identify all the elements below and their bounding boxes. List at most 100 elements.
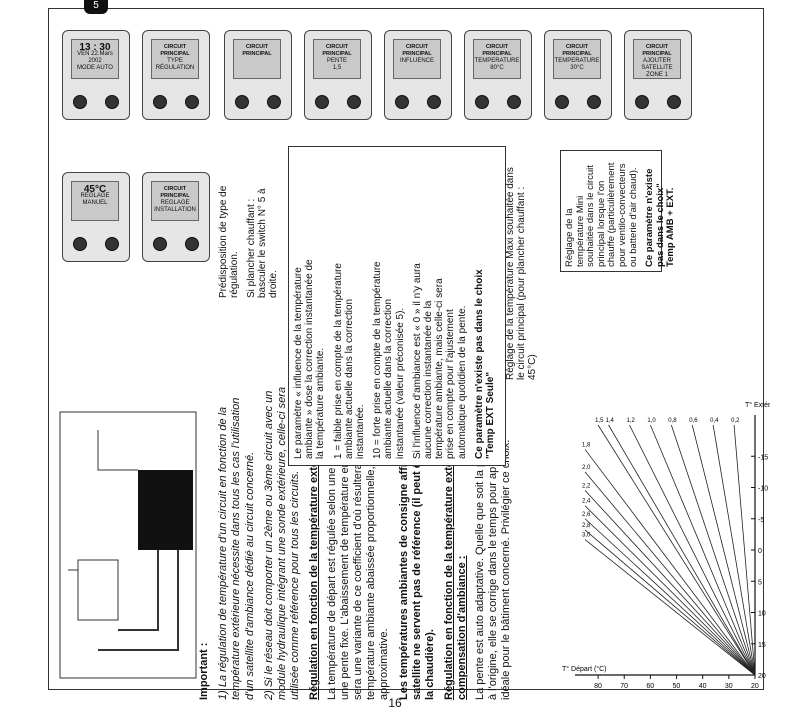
chart-series-label: 2,0 (582, 465, 591, 471)
installation-schematic (59, 411, 197, 679)
page-number: 16 (388, 696, 402, 710)
callout2-intro: Le paramètre « influence de la températu… (293, 259, 327, 459)
chart-tick-label-depart: 60 (646, 683, 654, 690)
chart-series-line (584, 490, 756, 676)
controller-device: CIRCUIT PRINCIPAL (224, 30, 292, 120)
chart-tick-label-depart: 30 (725, 683, 733, 690)
chart-series-line (608, 424, 756, 676)
device-screen-sub: TEMPERATURE 80°C (474, 58, 520, 71)
chart-tick-label-depart: 70 (620, 683, 628, 690)
chart-series-line (584, 449, 756, 676)
callout-2: Le paramètre « influence de la températu… (288, 146, 506, 466)
callout1-body: Si plancher chauffant : basculer le swit… (246, 188, 279, 298)
chart-tick-label-ext: -5 (758, 517, 764, 524)
chart-series-label: 1,8 (582, 442, 591, 448)
chart-series-label: 2,4 (582, 499, 591, 505)
callout2-p2: 10 = forte prise en compte de la tempéra… (372, 261, 406, 459)
chart-tick-label-ext: 0 (758, 548, 762, 555)
device-knob[interactable] (315, 95, 329, 109)
device-knob[interactable] (185, 95, 199, 109)
chart-series-label: 1,5 (595, 418, 604, 424)
chart-series-label: 1,2 (626, 418, 635, 424)
step-badge: 5 (84, 0, 108, 14)
chart-tick-label-ext: -15 (758, 454, 768, 461)
chart-series-line (584, 518, 756, 676)
device-knob[interactable] (73, 95, 87, 109)
chart-series-line (650, 424, 756, 676)
device-screen-sub: AJOUTER SATELLITE ZONE 1 (641, 58, 673, 78)
device-screen-title: CIRCUIT PRINCIPAL (482, 44, 512, 57)
callout4-bold: Ce paramètre n'existe pas dans le choix"… (644, 168, 677, 267)
device-screen-title: CIRCUIT PRINCIPAL (160, 186, 190, 199)
device-knob[interactable] (153, 237, 167, 251)
chart-tick-label-ext: -10 (758, 486, 768, 493)
chart-tick-label-ext: 5 (758, 579, 762, 586)
device-knob[interactable] (267, 95, 281, 109)
device-screen-sub: REGLAGE INSTALLATION (154, 200, 196, 213)
device-knob[interactable] (475, 95, 489, 109)
device-screen-title: CIRCUIT PRINCIPAL (242, 44, 272, 57)
callout2-bold: Ce paramètre n'existe pas dans le choix … (473, 269, 497, 459)
device-knob[interactable] (587, 95, 601, 109)
chart-series-label: 0,2 (731, 418, 740, 424)
device-knob[interactable] (635, 95, 649, 109)
chart-tick-label-depart: 80 (594, 683, 602, 690)
device-knob[interactable] (347, 95, 361, 109)
device-knob[interactable] (235, 95, 249, 109)
device-screen-sub: REGLAGE MANUEL (80, 193, 110, 206)
chart-series-line (584, 471, 756, 676)
chart-series-label: 0,8 (668, 418, 677, 424)
device-screen-sub: TYPE RÉGULATION (155, 58, 195, 71)
callout2-p3: Si l'influence d'ambiance est « 0 » il n… (411, 263, 468, 459)
device-screen-sub: INFLUENCE (399, 58, 434, 64)
chart-series-line (691, 424, 756, 676)
device-knob[interactable] (555, 95, 569, 109)
device-knob[interactable] (667, 95, 681, 109)
device-screen: CIRCUIT PRINCIPAL (233, 39, 281, 79)
device-knob[interactable] (185, 237, 199, 251)
device-screen-sub: VEN 22.Mars 2002 MODE AUTO (77, 51, 113, 71)
device-knob[interactable] (105, 237, 119, 251)
chart-series-label: 2,8 (582, 523, 591, 529)
callout1-title: Prédisposition de type de régulation. (218, 185, 240, 298)
device-knob[interactable] (507, 95, 521, 109)
chart-series-line (670, 424, 756, 676)
chart-series-line (584, 539, 756, 676)
callout4-body: Réglage de la température Mini souhaitée… (564, 162, 639, 267)
device-knob[interactable] (153, 95, 167, 109)
device-knob[interactable] (427, 95, 441, 109)
chart-series-line (733, 424, 756, 676)
device-knob[interactable] (395, 95, 409, 109)
chart-xlabel: T° Extérieure (°C) (745, 401, 770, 409)
chart-tick-label-ext: 20 (758, 673, 766, 680)
chart-series-line (584, 529, 756, 676)
device-knob[interactable] (105, 95, 119, 109)
chart-series-line (629, 424, 756, 676)
device-screen-sub: PENTE 1,5 (326, 58, 347, 71)
chart-series-label: 0,4 (710, 418, 719, 424)
important-item-1: 1) La régulation de température d'un cir… (217, 397, 256, 700)
chart-series-label: 0,6 (689, 418, 698, 424)
chart-series-line (584, 505, 756, 676)
chart-tick-label-ext: 15 (758, 642, 766, 649)
chart-tick-label-depart: 50 (673, 683, 681, 690)
device-knob[interactable] (73, 237, 87, 251)
important-title: Important : (198, 642, 210, 700)
chart-series-label: 1,4 (606, 418, 615, 424)
chart-series-label: 2,2 (582, 483, 591, 489)
callout-4: Réglage de la température Mini souhaitée… (560, 150, 676, 272)
